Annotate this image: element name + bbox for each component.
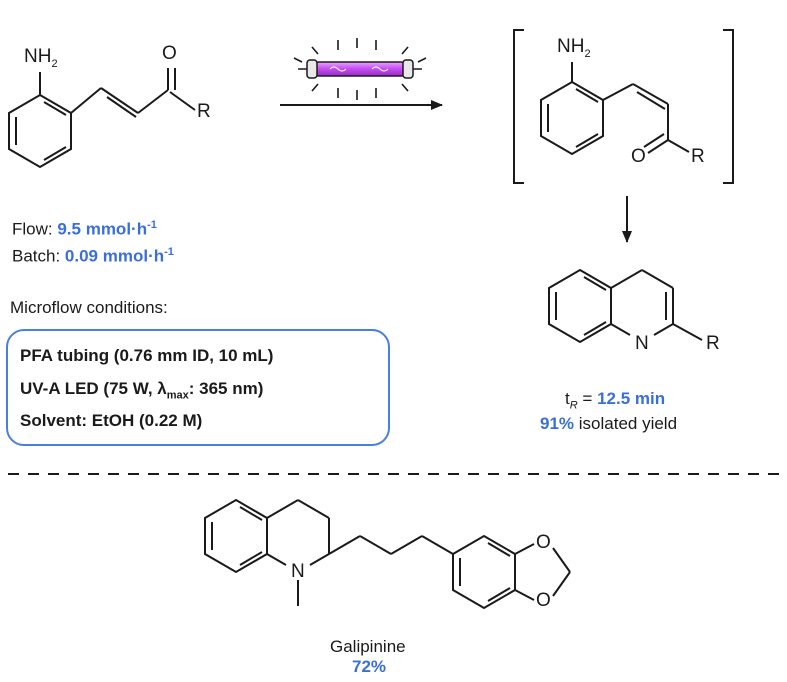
galipinine-yield: 72%	[352, 657, 387, 676]
batch-exponent: -1	[164, 246, 174, 258]
tr-equals: =	[577, 389, 598, 408]
intermediate-nh2-label: NH2	[557, 36, 591, 60]
intermediate-nh2-text: NH	[557, 36, 585, 57]
flow-value: 9.5 mmol·h	[57, 219, 148, 239]
intermediate-r-label: R	[691, 146, 705, 167]
galipinine-o2-label: O	[536, 590, 551, 611]
batch-value: 0.09 mmol·h	[64, 246, 165, 266]
tr-symbol: t	[565, 389, 570, 408]
flow-exponent: -1	[147, 219, 157, 231]
reactant-nh2-text: NH	[24, 46, 52, 67]
galipinine-n-label: N	[291, 561, 305, 582]
uv-lamp-icon	[293, 38, 427, 100]
yield-text: isolated yield	[574, 414, 678, 433]
reactant-r-label: R	[197, 101, 211, 122]
batch-productivity: Batch: 0.09 mmol·h-1	[12, 246, 174, 267]
galipinine-structure	[204, 498, 571, 610]
intermediate-nh2-subscript: 2	[584, 47, 591, 60]
conditions-led-post: : 365 nm)	[188, 379, 264, 398]
conditions-led-pre: UV-A LED (75 W, λ	[20, 379, 167, 398]
flow-label: Flow:	[12, 219, 58, 239]
conditions-tubing: PFA tubing (0.76 mm ID, 10 mL)	[20, 346, 274, 365]
yield-value: 91%	[540, 414, 575, 433]
conditions-heading: Microflow conditions:	[10, 298, 168, 317]
tr-value: 12.5 min	[597, 389, 666, 408]
reactant-nh2-label: NH2	[24, 46, 58, 70]
intermediate-o-label: O	[631, 146, 646, 167]
conditions-box: PFA tubing (0.76 mm ID, 10 mL) UV-A LED …	[6, 329, 390, 446]
quinoline-n-label: N	[635, 333, 649, 354]
conditions-led: UV-A LED (75 W, λmax: 365 nm)	[20, 379, 263, 401]
conditions-led-sub: max	[166, 389, 189, 402]
reactant-structure	[8, 68, 196, 169]
reactant-o-label: O	[162, 43, 177, 64]
quinoline-r-label: R	[706, 333, 720, 354]
intermediate-structure	[540, 62, 690, 156]
conditions-solvent: Solvent: EtOH (0.22 M)	[20, 411, 203, 430]
reactant-nh2-subscript: 2	[51, 57, 58, 70]
intermediate-brackets	[513, 29, 734, 184]
batch-label: Batch:	[12, 246, 65, 266]
galipinine-name: Galipinine	[330, 637, 406, 656]
isolated-yield: 91% isolated yield	[540, 414, 677, 434]
galipinine-o1-label: O	[536, 532, 551, 553]
residence-time: tR = 12.5 min	[565, 389, 665, 411]
quinoline-structure	[548, 268, 703, 344]
flow-productivity: Flow: 9.5 mmol·h-1	[12, 219, 157, 240]
tr-subscript: R	[569, 399, 578, 412]
